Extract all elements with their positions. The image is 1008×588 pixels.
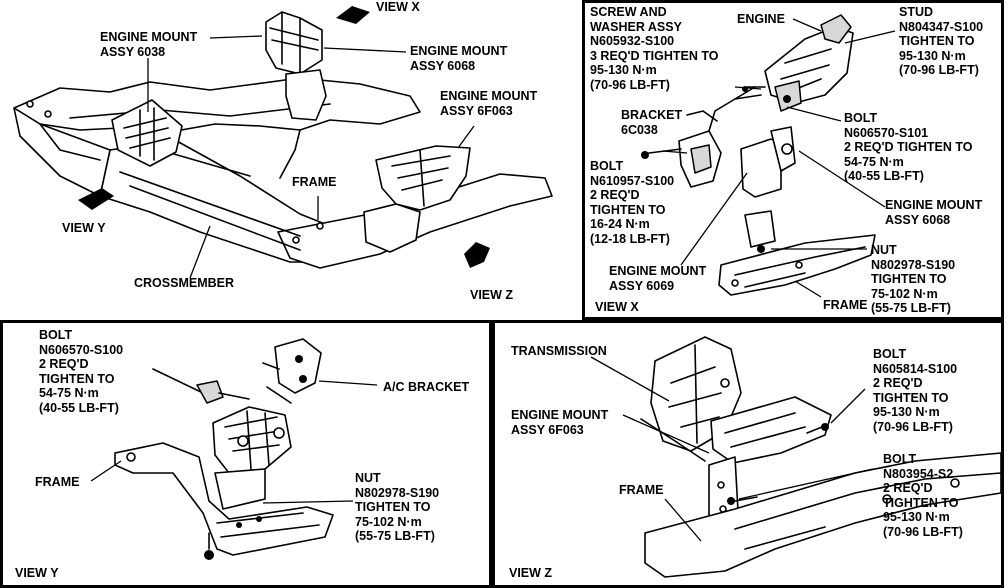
- view-y-title: VIEW Y: [15, 566, 59, 580]
- view-z-illustration: [590, 336, 1001, 578]
- engine-mount-6038-label: ENGINE MOUNT ASSY 6038: [100, 30, 198, 59]
- view-y-illustration: [90, 338, 378, 560]
- crossmember-label: CROSSMEMBER: [134, 276, 235, 290]
- view-z-marker: VIEW Z: [470, 288, 514, 302]
- bolt-s101-label: BOLT N606570-S101 2 REQ'D TIGHTEN TO 54-…: [844, 111, 973, 183]
- engine-mount-6068-label: ENGINE MOUNT ASSY 6068: [410, 44, 508, 73]
- bolt-s2-label: BOLT N803954-S2 2 REQ'D TIGHTEN TO 95-13…: [883, 452, 963, 539]
- ac-bracket-label: A/C BRACKET: [383, 380, 470, 394]
- stud-label: STUD N804347-S100 TIGHTEN TO 95-130 N·m …: [899, 5, 984, 77]
- overview-panel: VIEW X ENGINE MOUNT ASSY 6038 ENGINE MOU…: [0, 0, 582, 320]
- bolt-s100-label: BOLT N610957-S100 2 REQ'D TIGHTEN TO 16-…: [590, 159, 675, 246]
- engine-mount-6069-label: ENGINE MOUNT ASSY 6069: [609, 264, 707, 293]
- nut-label: NUT N802978-S190 TIGHTEN TO 75-102 N·m (…: [355, 471, 440, 543]
- screw-washer-label: SCREW AND WASHER ASSY N605932-S100 3 REQ…: [590, 5, 719, 92]
- frame-label: FRAME: [292, 175, 337, 189]
- view-x-marker: VIEW X: [376, 0, 420, 14]
- frame-label: FRAME: [35, 475, 80, 489]
- view-z-panel: TRANSMISSION BOLT N605814-S100 2 REQ'D T…: [492, 320, 1004, 588]
- engine-mount-label: ENGINE MOUNT ASSY 6F063: [511, 408, 609, 437]
- bolt-s100-label: BOLT N605814-S100 2 REQ'D TIGHTEN TO 95-…: [873, 347, 958, 434]
- view-x-illustration: [641, 14, 896, 298]
- view-y-marker: VIEW Y: [62, 221, 106, 235]
- frame-label: FRAME: [823, 298, 868, 312]
- engine-mount-6f063-label: ENGINE MOUNT ASSY 6F063: [440, 89, 538, 118]
- engine-mount-6068-label: ENGINE MOUNT ASSY 6068: [885, 198, 983, 227]
- bracket-label: BRACKET 6C038: [621, 108, 683, 137]
- view-x-panel: SCREW AND WASHER ASSY N605932-S100 3 REQ…: [582, 0, 1004, 320]
- crossmember-illustration: [13, 6, 553, 279]
- view-y-panel: BOLT N606570-S100 2 REQ'D TIGHTEN TO 54-…: [0, 320, 492, 588]
- view-x-title: VIEW X: [595, 300, 639, 314]
- view-z-title: VIEW Z: [509, 566, 553, 580]
- engine-label: ENGINE: [737, 12, 785, 26]
- bolt-label: BOLT N606570-S100 2 REQ'D TIGHTEN TO 54-…: [39, 328, 124, 415]
- transmission-label: TRANSMISSION: [511, 344, 607, 358]
- nut-label: NUT N802978-S190 TIGHTEN TO 75-102 N·m (…: [871, 243, 956, 315]
- frame-label: FRAME: [619, 483, 664, 497]
